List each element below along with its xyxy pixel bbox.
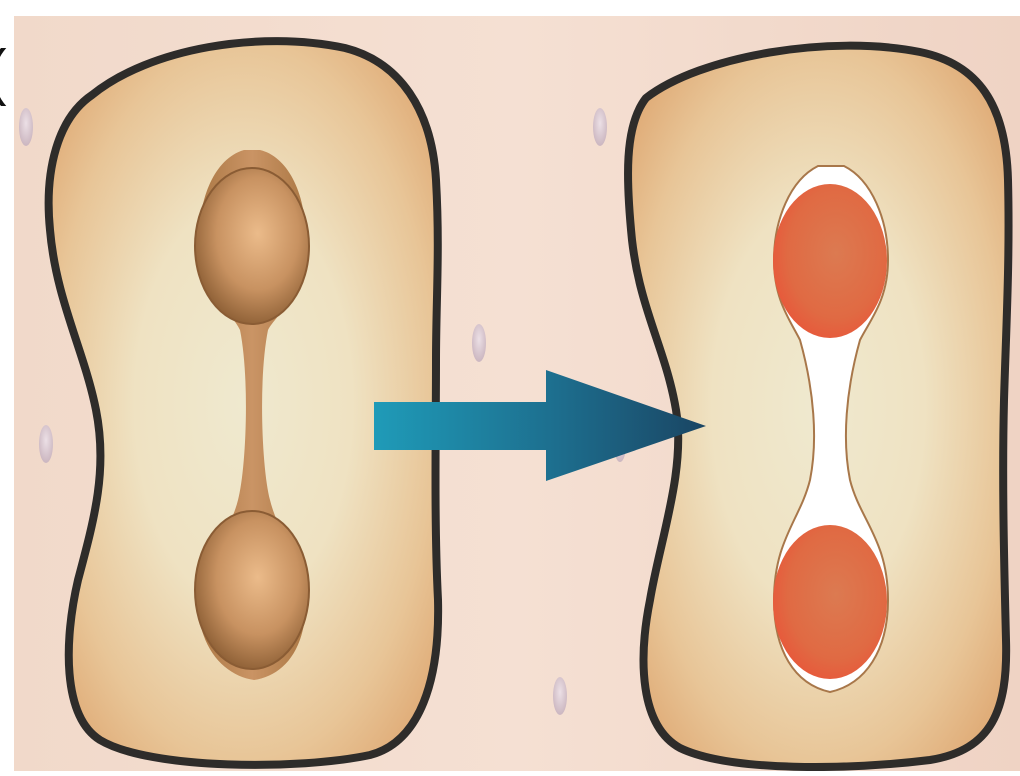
epidermis-dot — [593, 108, 607, 146]
nucleus-top-right — [773, 184, 887, 338]
panel-right-open — [628, 46, 1009, 767]
epidermis-dot — [553, 677, 567, 715]
nucleus-top-left — [195, 168, 309, 324]
epidermis-dot — [472, 324, 486, 362]
nucleus-bottom-left — [195, 511, 309, 669]
epidermis-dot — [39, 425, 53, 463]
cropped-text-fragment: ( — [0, 42, 7, 104]
epidermis-dot — [19, 108, 33, 146]
nucleus-bottom-right — [773, 525, 887, 679]
